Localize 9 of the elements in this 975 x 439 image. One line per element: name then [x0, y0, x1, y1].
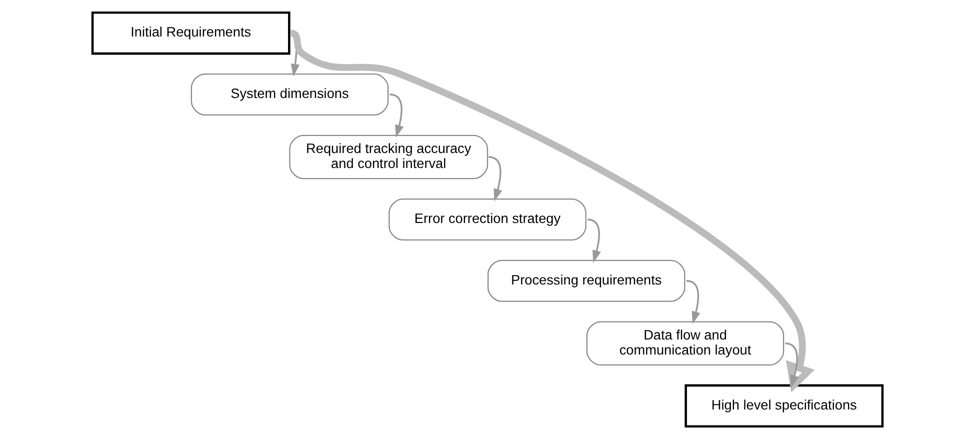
node-box: Initial Requirements — [91, 12, 290, 55]
arrow — [587, 218, 601, 263]
node-box: High level specifications — [684, 384, 884, 428]
node-box: System dimensions — [190, 73, 389, 116]
node-box: Required tracking accuracy and control interval — [289, 134, 488, 180]
node-box: Processing requirements — [488, 260, 686, 302]
arrow — [785, 342, 799, 388]
node-box: Data flow and communication layout — [586, 321, 784, 366]
node-box: Error correction strategy — [388, 198, 586, 241]
